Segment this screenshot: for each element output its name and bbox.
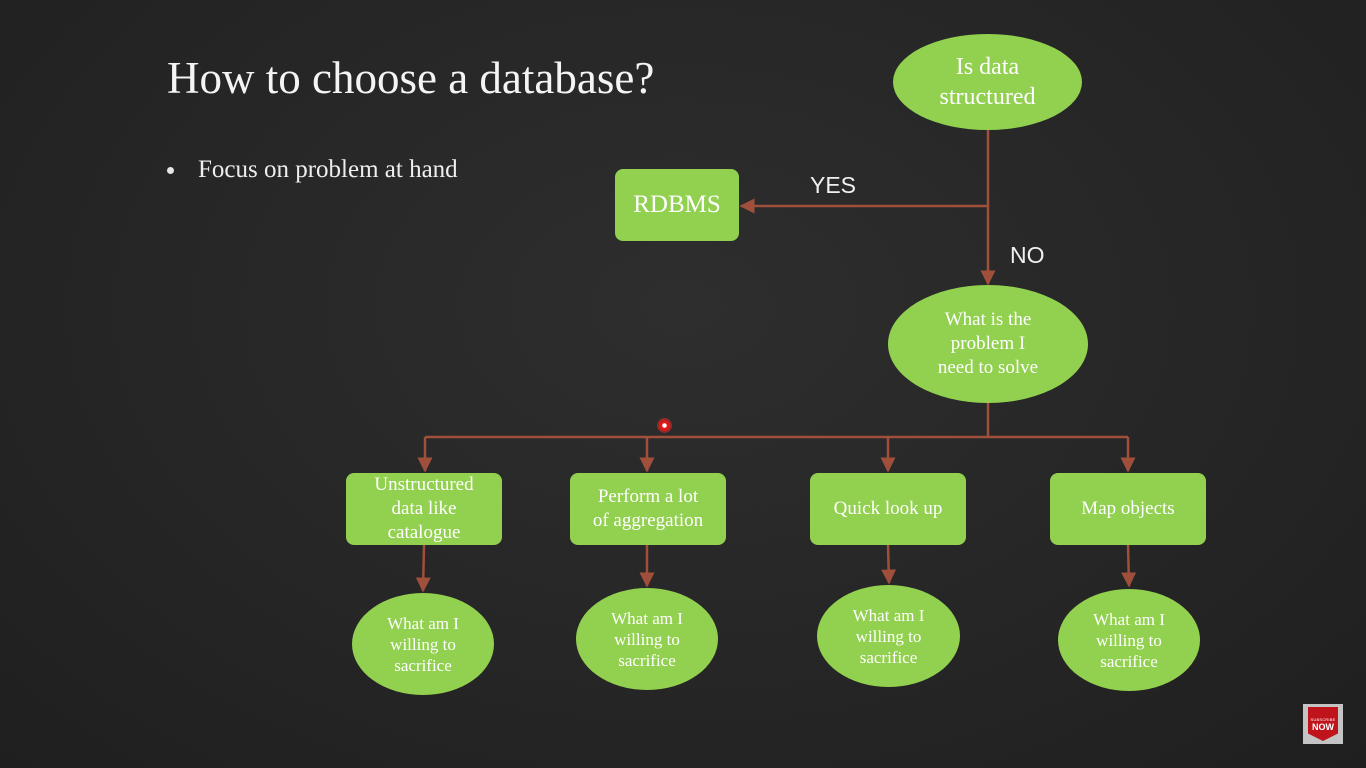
subscribe-button[interactable]: SUBSCRIBE NOW xyxy=(1303,704,1343,744)
tradeoff-node-3: What am I willing to sacrifice xyxy=(817,585,960,687)
problem-question-node: What is the problem I need to solve xyxy=(888,285,1088,403)
subscribe-now-label: NOW xyxy=(1312,721,1334,732)
rdbms-node: RDBMS xyxy=(615,169,739,241)
connector-tradeoff-4 xyxy=(1121,544,1137,588)
option-node-aggregation: Perform a lot of aggregation xyxy=(570,473,726,545)
option-node-map-objects: Map objects xyxy=(1050,473,1206,545)
option-node-quick-lookup: Quick look up xyxy=(810,473,966,545)
tradeoff-node-1: What am I willing to sacrifice xyxy=(352,593,494,695)
tradeoff-node-2: What am I willing to sacrifice xyxy=(576,588,718,690)
subscribe-label: SUBSCRIBE xyxy=(1310,716,1336,722)
bullet-item: Focus on problem at hand xyxy=(163,154,458,186)
tradeoff-node-4: What am I willing to sacrifice xyxy=(1058,589,1200,691)
root-decision-node: Is data structured xyxy=(893,34,1082,130)
subscribe-ribbon-icon: SUBSCRIBE NOW xyxy=(1308,707,1338,741)
connector-tradeoff-1 xyxy=(415,544,431,593)
bullet-text: Focus on problem at hand xyxy=(198,156,458,183)
laser-pointer-icon xyxy=(657,418,672,433)
slide-title: How to choose a database? xyxy=(167,53,655,103)
option-node-unstructured: Unstructured data like catalogue xyxy=(346,473,502,545)
yes-label: YES xyxy=(810,172,857,198)
bullet-dot-icon xyxy=(167,166,174,174)
connector-tradeoff-3 xyxy=(881,544,897,585)
no-label: NO xyxy=(1010,242,1045,268)
